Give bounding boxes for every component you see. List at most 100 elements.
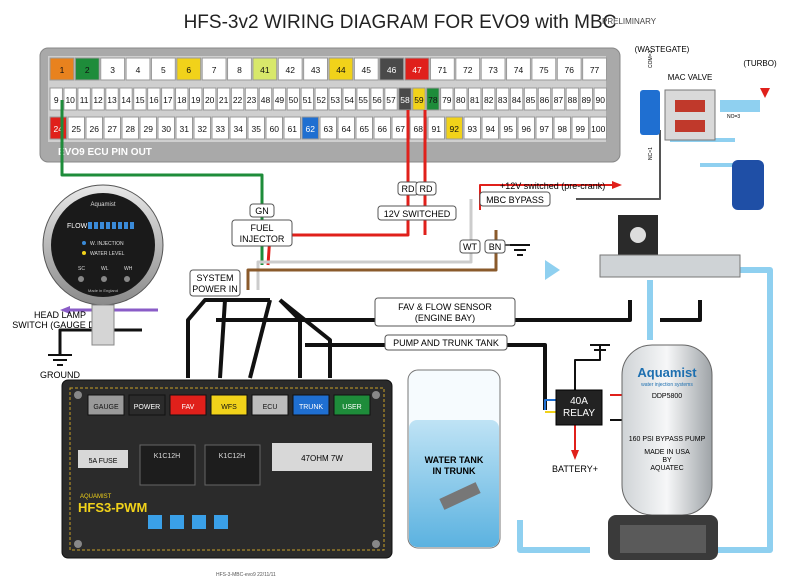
- status-label: PRELIMINARY: [602, 17, 657, 26]
- ecu-pin-label: 41: [260, 65, 270, 75]
- ecu-pin-86: [537, 87, 552, 111]
- ecu-pin-50: [286, 87, 301, 111]
- ecu-pin-label: 82: [484, 95, 494, 105]
- turbo-label: (TURBO): [743, 59, 777, 68]
- ecu-pin-63: [319, 116, 337, 140]
- ecu-pin-12: [91, 87, 105, 111]
- ecu-pin-label: 100: [591, 124, 605, 134]
- ecu-pin-33: [211, 116, 229, 140]
- ecu-pin-label: 44: [336, 65, 346, 75]
- ecu-pin-46: [379, 57, 405, 81]
- ecu-pin-88: [565, 87, 580, 111]
- ecu-pin-76: [556, 57, 582, 81]
- label-12v-switched: 12V SWITCHED: [384, 209, 451, 219]
- battery-label: BATTERY+: [552, 464, 598, 474]
- ecu-pin-label: 56: [372, 95, 382, 105]
- nc-label: NC=1: [648, 147, 654, 160]
- ecu-pin-label: 17: [163, 95, 173, 105]
- ecu-pin-22: [230, 87, 245, 111]
- ecu-pin-73: [480, 57, 506, 81]
- pump-psi: 160 PSI BYPASS PUMP: [629, 436, 706, 443]
- ecu-pin-label: 50: [289, 95, 299, 105]
- ecu-pin-label: 66: [378, 124, 388, 134]
- ecu-pin-label: 20: [205, 95, 215, 105]
- ecu-pin-51: [300, 87, 315, 111]
- ecu-pin-label: 11: [80, 95, 89, 105]
- ecu-pin-10: [63, 87, 77, 111]
- ecu-pin-label: 54: [344, 95, 354, 105]
- ecu-pin-58: [398, 87, 412, 111]
- solenoid-valve: [545, 215, 741, 280]
- ecu-pin-43: [303, 57, 328, 81]
- ecu-pin-45: [353, 57, 379, 81]
- ecu-pin-83: [495, 87, 510, 111]
- ecu-pin-label: 45: [362, 65, 372, 75]
- mac-valve-label: MAC VALVE: [668, 73, 713, 82]
- ecu-pin-48: [258, 87, 273, 111]
- ecu-pin-label: 15: [135, 95, 145, 105]
- ecu-pin-label: 58: [400, 95, 410, 105]
- ecu-pin-label: 89: [582, 95, 592, 105]
- ecu-pin-41: [252, 57, 278, 81]
- ecu-pin-60: [265, 116, 283, 140]
- ecu-pin-59: [412, 87, 426, 111]
- pump-sub: water injection systems: [641, 382, 693, 388]
- ecu-pin-17: [161, 87, 175, 111]
- ecu-pin-label: 87: [554, 95, 564, 105]
- ecu-pin-label: 27: [108, 124, 118, 134]
- ecu-pin-label: 31: [180, 124, 190, 134]
- connector-gauge: [87, 394, 125, 416]
- connector-label: TRUNK: [299, 404, 323, 411]
- ecu-pin-label: 32: [198, 124, 208, 134]
- ecu-pin-35: [247, 116, 265, 140]
- ecu-pin-95: [499, 116, 517, 140]
- label-fav-flow: FAV & FLOW SENSOR(ENGINE BAY): [398, 302, 492, 323]
- ecu-pin-label: 92: [450, 124, 460, 134]
- ecu-pin-label: 94: [486, 124, 496, 134]
- ecu-pin-94: [481, 116, 499, 140]
- wires: [58, 100, 773, 553]
- ecu-pin-label: 8: [237, 65, 242, 75]
- label-gn: GN: [255, 206, 269, 216]
- ecu-pin-28: [121, 116, 139, 140]
- ecu-pin-label: 48: [261, 95, 271, 105]
- ecu-pin-54: [342, 87, 356, 111]
- ecu-pin-25: [67, 116, 85, 140]
- connector-label: GAUGE: [93, 404, 119, 411]
- com-label: COM=2: [648, 50, 654, 68]
- ecu-pin-label: 90: [596, 95, 606, 105]
- ecu-pin-label: 21: [219, 95, 229, 105]
- label-pump-trunk: PUMP AND TRUNK TANK: [393, 338, 499, 348]
- ecu-pin-label: 28: [126, 124, 136, 134]
- ecu-pin-label: 67: [396, 124, 406, 134]
- ecu-pin-80: [454, 87, 468, 111]
- ecu-pin-label: 9: [54, 95, 59, 105]
- connector-trunk: [292, 394, 330, 416]
- gauge-wl: WL: [101, 266, 109, 272]
- ecu-pin-label: 5: [161, 65, 166, 75]
- pump-model: DDP5800: [652, 393, 682, 400]
- ecu-pin-label: 23: [247, 95, 257, 105]
- ecu-pin-label: 6: [186, 65, 191, 75]
- ecu-pin-14: [119, 87, 133, 111]
- label-ground: GROUND: [40, 370, 80, 380]
- ecu-pin-label: 73: [488, 65, 498, 75]
- ecu-pin-18: [175, 87, 189, 111]
- ecu-pin-5: [150, 57, 176, 81]
- ecu-pin-71: [429, 57, 455, 81]
- ecu-pin-label: 35: [252, 124, 262, 134]
- label-plus12: +12V switched (pre-crank): [500, 181, 605, 191]
- label-mbc-bypass: MBC BYPASS: [486, 195, 544, 205]
- connector-user: [333, 394, 371, 416]
- gauge-water-level: WATER LEVEL: [90, 251, 125, 257]
- relay1-label: K1C12H: [154, 453, 180, 460]
- ecu-pin-label: 86: [540, 95, 550, 105]
- pump-brand: Aquamist: [637, 365, 697, 380]
- ecu-pin-label: 16: [149, 95, 159, 105]
- ecu-pin-56: [370, 87, 384, 111]
- gauge-flow: FLOW: [67, 223, 88, 230]
- ecu-pin-78: [426, 87, 440, 111]
- ecu-pin-57: [384, 87, 398, 111]
